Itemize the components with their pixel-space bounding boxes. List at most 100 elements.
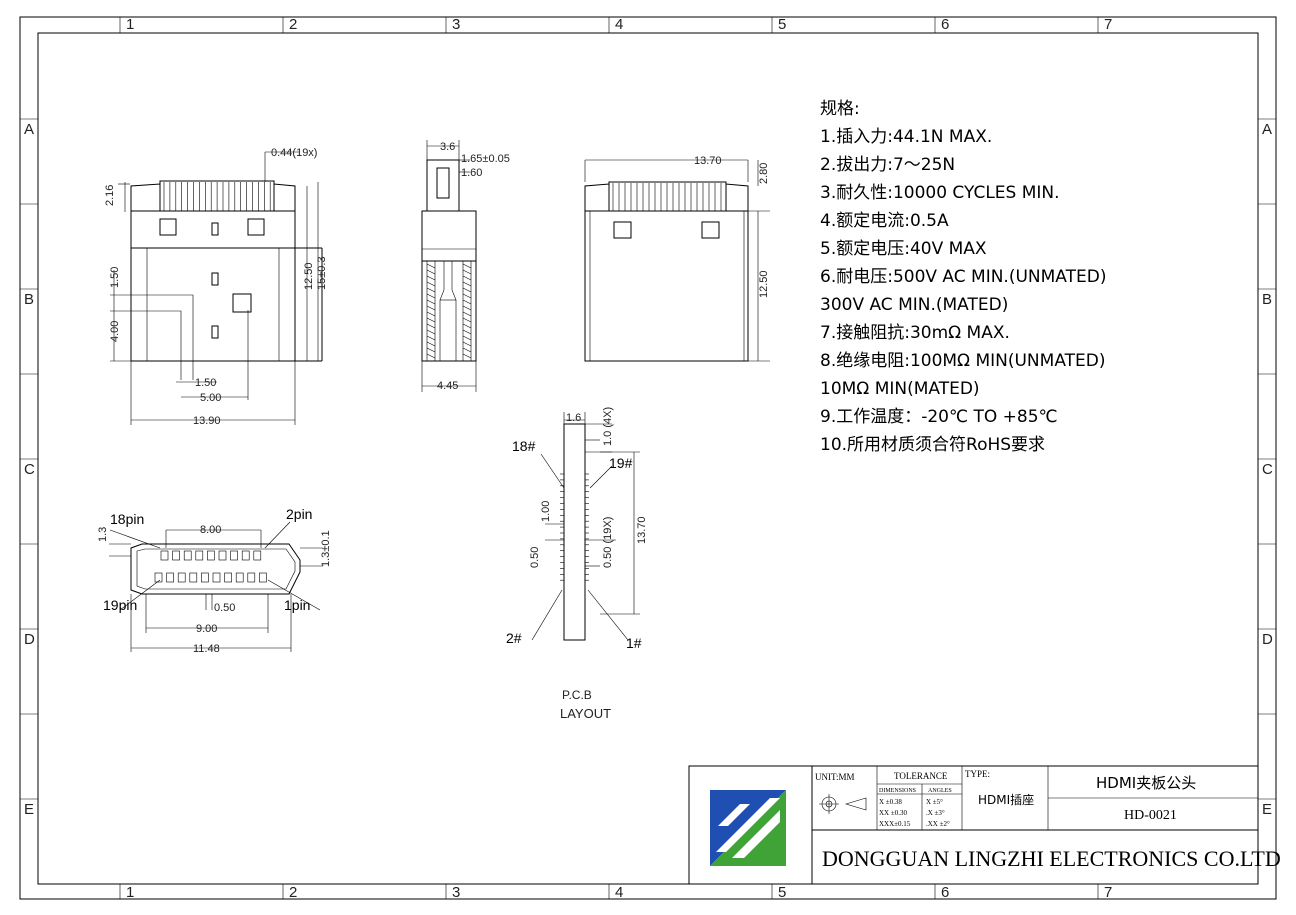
pcb-pin-1: 1#: [626, 635, 642, 651]
tol-row-2: XX ±0.30: [879, 809, 907, 817]
zone-ticks: [20, 17, 1276, 899]
dim-pin-1148: 11.48: [193, 643, 220, 655]
type-value: HDMI插座: [978, 792, 1034, 807]
front-view: 0.44(19x) 2.16 1.50 4.00 12.50 15±0.3 1.…: [104, 147, 328, 427]
spec-line-7: 7.接触阻抗:30mΩ MAX.: [820, 323, 1010, 343]
zone-labels: 1 2 3 4 5 6 7 1 2 3 4 5 6 7 A B C D E A …: [24, 16, 1273, 901]
zone-bottom-3: 3: [452, 884, 460, 901]
dim-front-150b: 1.50: [195, 377, 216, 389]
angles-label: ANGLES: [928, 788, 952, 794]
dim-front-400: 4.00: [109, 321, 121, 342]
pin-label-19: 19pin: [103, 597, 137, 613]
zone-left-C: C: [24, 461, 35, 478]
spec-line-6: 6.耐电压:500V AC MIN.(UNMATED): [820, 267, 1106, 287]
inner-border: [37, 32, 1259, 885]
spec-line-3: 3.耐久性:10000 CYCLES MIN.: [820, 183, 1060, 203]
dim-pin-900: 9.00: [196, 623, 217, 635]
dim-pcb-1370: 13.70: [636, 516, 648, 544]
dim-side-160: 1.60: [461, 167, 482, 179]
dim-pin-13b: 1.3±0.1: [320, 530, 332, 567]
ang-row-2: .X ±3°: [926, 809, 945, 817]
spec-line-4: 4.额定电流:0.5A: [820, 211, 949, 231]
dim-side-36: 3.6: [440, 141, 455, 153]
dim-pcb-050b: 0.50 (19X): [602, 517, 614, 568]
part-name: HDMI夹板公头: [1096, 774, 1196, 792]
dim-front-15: 15±0.3: [316, 256, 328, 290]
dim-front-216: 2.16: [104, 185, 116, 206]
zone-left-B: B: [24, 291, 34, 308]
dim-pin-13: 1.3: [97, 527, 109, 542]
dim-back-1370: 13.70: [694, 155, 722, 167]
title-block: UNIT:MM TOLERANCE DIMENSIONS ANGLES X ±0…: [688, 765, 1281, 885]
zone-top-2: 2: [289, 16, 297, 33]
spec-line-10: 10.所用材质须合符RoHS要求: [820, 435, 1045, 455]
zone-bottom-7: 7: [1104, 884, 1112, 901]
dim-pin-050: 0.50: [214, 602, 235, 614]
zone-right-B: B: [1262, 291, 1272, 308]
pcb-layout-view: 18# 19# 2# 1# 1.6 1.0 (4X) 1.00 0.50 0.5…: [506, 407, 648, 721]
zone-top-1: 1: [126, 16, 134, 33]
zone-left-E: E: [24, 801, 34, 818]
zone-bottom-1: 1: [126, 884, 134, 901]
tol-row-3: XXX±0.15: [879, 820, 911, 828]
pin-label-1: 1pin: [284, 597, 310, 613]
zone-right-C: C: [1262, 461, 1273, 478]
pcb-caption-1: P.C.B: [562, 688, 592, 702]
spec-line-1: 1.插入力:44.1N MAX.: [820, 127, 992, 147]
zone-top-5: 5: [778, 16, 786, 33]
dim-front-1390: 13.90: [193, 415, 221, 427]
zone-top-3: 3: [452, 16, 460, 33]
dim-side-445: 4.45: [437, 380, 458, 392]
dim-front-150: 1.50: [109, 267, 121, 288]
pcb-caption-2: LAYOUT: [560, 706, 611, 721]
pin-label-18: 18pin: [110, 511, 144, 527]
tol-row-1: X ±0.38: [879, 798, 902, 806]
zone-top-7: 7: [1104, 16, 1112, 33]
spec-line-2: 2.拔出力:7～25N: [820, 155, 955, 175]
spec-line-8: 8.绝缘电阻:100MΩ MIN(UNMATED): [820, 351, 1105, 371]
zone-right-E: E: [1262, 801, 1272, 818]
pcb-pin-18: 18#: [512, 438, 536, 454]
zone-bottom-4: 4: [615, 884, 623, 901]
back-view: 13.70 2.80 12.50: [584, 155, 770, 362]
part-number: HD-0021: [1124, 808, 1177, 823]
zone-top-6: 6: [941, 16, 949, 33]
spec-line-9: 9.工作温度：-20℃ TO +85℃: [820, 407, 1058, 427]
zone-left-D: D: [24, 631, 35, 648]
outer-border: [19, 16, 1277, 900]
zone-top-4: 4: [615, 16, 623, 33]
projection-symbol-icon: [819, 794, 867, 814]
spec-title: 规格:: [820, 99, 860, 119]
zone-right-A: A: [1262, 121, 1272, 138]
dim-pcb-16: 1.6: [566, 412, 581, 424]
pcb-pin-19: 19#: [609, 455, 633, 471]
dim-pcb-10: 1.0 (4X): [602, 407, 614, 446]
type-label: TYPE:: [965, 769, 990, 779]
dimensions-label: DIMENSIONS: [879, 788, 916, 794]
pin-label-2: 2pin: [286, 506, 312, 522]
side-view: 3.6 1.65±0.05 1.60 4.45: [421, 140, 510, 392]
pin-face-view: 18pin 2pin 19pin 1pin 1.3 1.3±0.1 8.00 0…: [97, 506, 332, 655]
dim-pcb-050: 0.50: [529, 547, 541, 568]
dim-side-165: 1.65±0.05: [461, 153, 510, 165]
dim-front-1250: 12.50: [303, 262, 315, 290]
tolerance-label: TOLERANCE: [894, 771, 948, 781]
spec-line-6b: 300V AC MIN.(MATED): [820, 295, 1008, 315]
specifications: 规格: 1.插入力:44.1N MAX. 2.拔出力:7～25N 3.耐久性:1…: [820, 99, 1106, 455]
zone-bottom-6: 6: [941, 884, 949, 901]
zone-bottom-2: 2: [289, 884, 297, 901]
ang-row-1: X ±5°: [926, 798, 943, 806]
dim-back-1250: 12.50: [758, 270, 770, 298]
ang-row-3: .XX ±2°: [926, 820, 950, 828]
unit-label: UNIT:MM: [815, 772, 855, 782]
spec-line-8b: 10MΩ MIN(MATED): [820, 379, 980, 399]
company-name: DONGGUAN LINGZHI ELECTRONICS CO.LTD: [822, 846, 1281, 871]
company-logo: [710, 790, 786, 866]
dim-pin-800: 8.00: [200, 524, 221, 536]
dim-front-500: 5.00: [200, 392, 221, 404]
spec-line-5: 5.额定电压:40V MAX: [820, 239, 987, 259]
dim-front-044: 0.44(19x): [271, 147, 317, 159]
zone-left-A: A: [24, 121, 34, 138]
zone-bottom-5: 5: [778, 884, 786, 901]
